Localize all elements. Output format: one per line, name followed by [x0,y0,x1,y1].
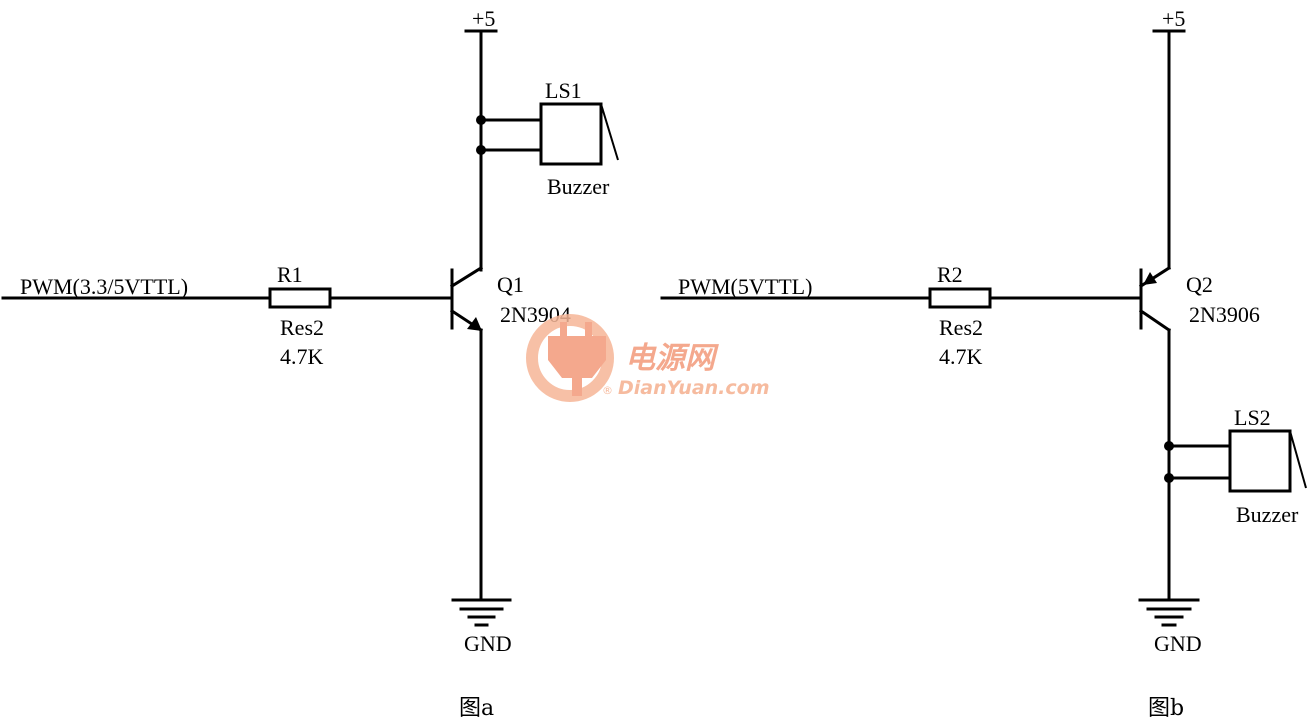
watermark-en: DianYuan.com [618,377,770,399]
supply-a: +5 [464,6,498,122]
resistor-r1-value: 4.7K [280,344,324,369]
watermark-cn: 电源网 [625,341,719,376]
resistor-r2-value: 4.7K [939,344,983,369]
input-b: PWM(5VTTL) R2 Res2 4.7K [660,262,1142,369]
transistor-q1: Q1 2N3904 [449,265,571,333]
ground-b: GND [1138,598,1202,656]
buzzer-b: LS2 Buzzer [1164,405,1307,527]
input-b-label: PWM(5VTTL) [678,274,812,299]
q2-collector [1138,308,1172,333]
resistor-r2 [928,287,992,309]
resistor-r1-type: Res2 [280,315,324,340]
buzzer-a-diaphragm [600,103,619,161]
buzzer-b-body [1228,429,1292,493]
q1-ref: Q1 [497,272,524,297]
watermark-logo: 电源网 ® DianYuan.com [526,314,770,402]
resistor-r2-ref: R2 [937,262,963,287]
circuit-a: +5 LS1 Buzzer PWM(3.3/5VTTL) R1 Res2 4.7… [1,6,619,721]
buzzer-b-ref: LS2 [1234,405,1271,430]
q1-emitter-arrow [467,317,482,331]
input-a-label: PWM(3.3/5VTTL) [20,274,188,299]
supply-b-label: +5 [1162,6,1185,31]
plug-icon [526,314,614,402]
resistor-r2-type: Res2 [939,315,983,340]
q2-part: 2N3906 [1189,302,1260,327]
registered-mark: ® [602,384,613,397]
caption-b: 图b [1148,696,1184,721]
buzzer-a-value: Buzzer [547,174,610,199]
transistor-q2: Q2 2N3906 [1138,265,1260,333]
buzzer-b-diaphragm [1289,430,1307,489]
ground-b-label: GND [1154,631,1202,656]
ground-a-label: GND [464,631,512,656]
junction-dot [1164,441,1174,451]
q2-ref: Q2 [1186,272,1213,297]
supply-a-label: +5 [472,6,495,31]
ground-a: GND [451,598,512,656]
q2-emitter-arrow [1143,272,1157,285]
supply-b: +5 [1152,6,1186,270]
junction-dot [476,115,486,125]
buzzer-b-value: Buzzer [1236,502,1299,527]
circuit-b: +5 PWM(5VTTL) R2 Res2 4.7K Q2 2N3906 [660,6,1307,721]
caption-a: 图a [459,696,494,721]
buzzer-a: LS1 Buzzer [476,78,619,199]
buzzer-a-ref: LS1 [545,78,582,103]
resistor-r1 [268,287,332,309]
input-a: PWM(3.3/5VTTL) R1 Res2 4.7K [1,262,452,369]
resistor-r1-ref: R1 [277,262,303,287]
q1-collector [449,265,484,289]
buzzer-a-body [539,102,603,166]
